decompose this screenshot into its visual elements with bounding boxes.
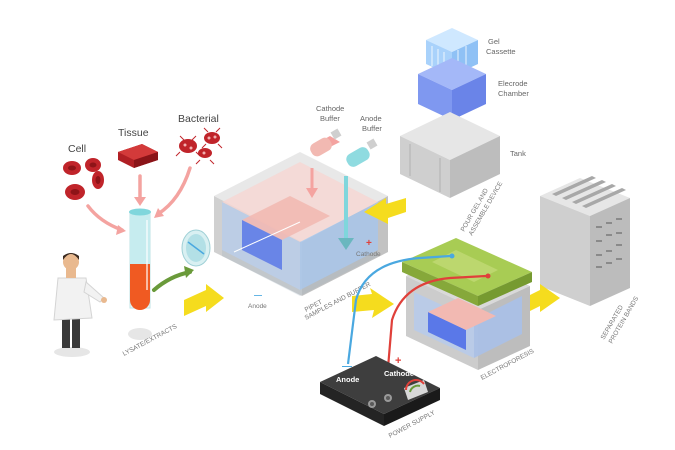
lysate-label: LYSATE/EXTRACTS <box>122 323 179 358</box>
arrow-to-electro <box>352 288 394 318</box>
arrow-to-pipet <box>184 284 224 316</box>
power-cathode-label: Cathode <box>384 369 414 378</box>
pipet-cathode-label: Cathode <box>356 251 381 258</box>
anode-buffer-bottle <box>346 138 378 167</box>
gel-cassette-label-2: Cassette <box>486 47 516 56</box>
power-minus: — <box>342 361 352 372</box>
cathode-buffer-label-1: Cathode <box>316 104 344 113</box>
cuvette-icon <box>181 229 211 267</box>
anode-buffer-label-1: Anode <box>360 114 382 123</box>
tank-label: Tank <box>510 149 526 158</box>
pipet-minus: — <box>254 291 262 300</box>
cathode-buffer-bottle <box>310 128 342 157</box>
bacteria-icon <box>175 127 223 165</box>
power-anode-label: Anode <box>336 375 359 384</box>
electrode-chamber-label-1: Elecrode <box>498 79 528 88</box>
gel-bands-icon <box>540 176 630 306</box>
arrow-from-tank <box>364 198 406 224</box>
scientist-icon <box>53 253 107 357</box>
pipet-tank-icon <box>214 152 388 296</box>
cell-icon <box>63 158 104 200</box>
red-wire <box>386 274 487 369</box>
green-arrow <box>152 270 192 292</box>
tissue-icon <box>118 144 158 168</box>
tank-icon <box>400 112 500 198</box>
power-supply-icon <box>320 356 440 426</box>
pipet-plus: + <box>366 238 372 249</box>
electrode-chamber-label-2: Chamber <box>498 89 529 98</box>
anode-buffer-label-2: Buffer <box>362 124 382 133</box>
test-tube-icon <box>128 208 152 340</box>
power-plus: + <box>395 355 401 367</box>
cell-label: Cell <box>68 143 86 155</box>
green-lid-icon <box>402 238 532 306</box>
cathode-buffer-label-2: Buffer <box>320 114 340 123</box>
tissue-label: Tissue <box>118 127 149 139</box>
bacterial-label: Bacterial <box>178 113 219 125</box>
blue-wire <box>346 254 451 365</box>
anode-pour-line <box>344 176 348 242</box>
pipet-anode-label: Anode <box>248 303 267 310</box>
electrode-chamber-icon <box>418 58 486 120</box>
gel-cassette-label-1: Gel <box>488 37 500 46</box>
